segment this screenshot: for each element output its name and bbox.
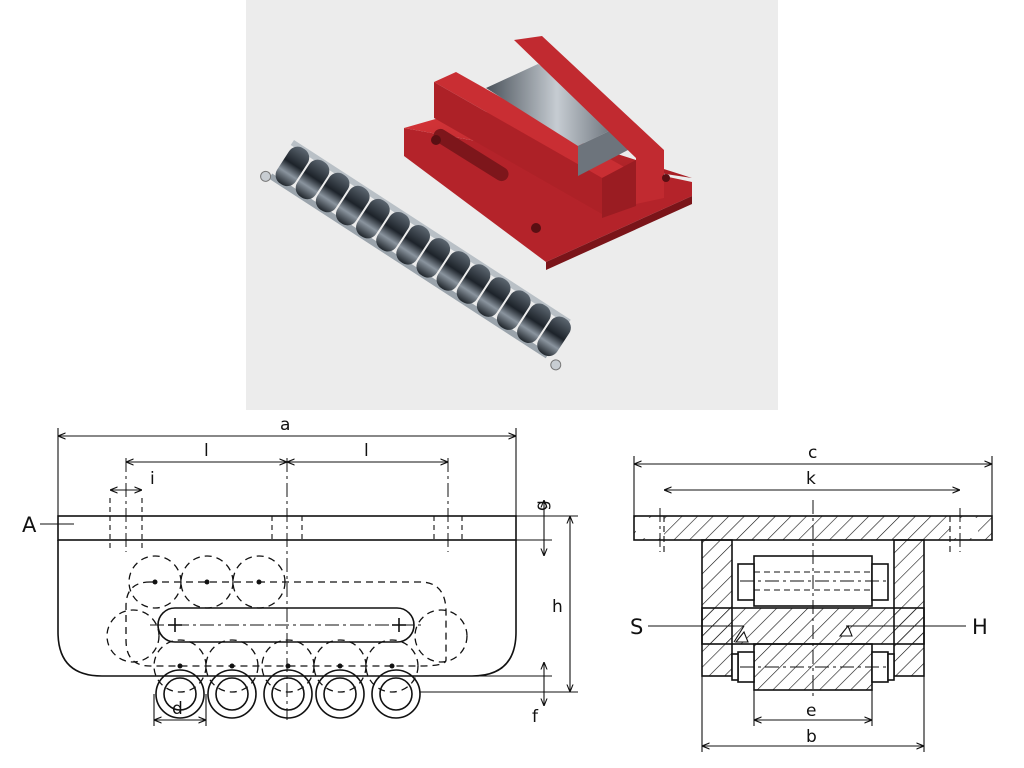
dim-b: b xyxy=(806,727,817,747)
roller-housing xyxy=(404,36,692,270)
dim-g: g xyxy=(532,500,552,511)
roller-chain xyxy=(260,140,571,371)
label-H: H xyxy=(972,615,988,639)
dim-h: h xyxy=(552,597,563,617)
dim-d: d xyxy=(172,699,183,719)
dimension-labels: a l l i A g h d f c k S H e b xyxy=(22,415,988,747)
dim-c: c xyxy=(808,443,817,463)
dim-e: e xyxy=(806,701,816,721)
roller-skid-illustration xyxy=(260,36,692,371)
section-view xyxy=(633,456,993,752)
dim-k: k xyxy=(806,469,816,489)
dim-l-left: l xyxy=(204,441,209,461)
label-A: A xyxy=(22,513,37,537)
bottom-rollers xyxy=(155,669,421,719)
product-photo xyxy=(246,0,778,410)
side-view xyxy=(40,428,578,726)
dim-f: f xyxy=(532,707,539,727)
dim-l-right: l xyxy=(364,441,369,461)
label-S: S xyxy=(630,615,643,639)
dim-i: i xyxy=(150,469,155,489)
dim-a: a xyxy=(280,415,290,435)
roller-path xyxy=(106,555,468,693)
